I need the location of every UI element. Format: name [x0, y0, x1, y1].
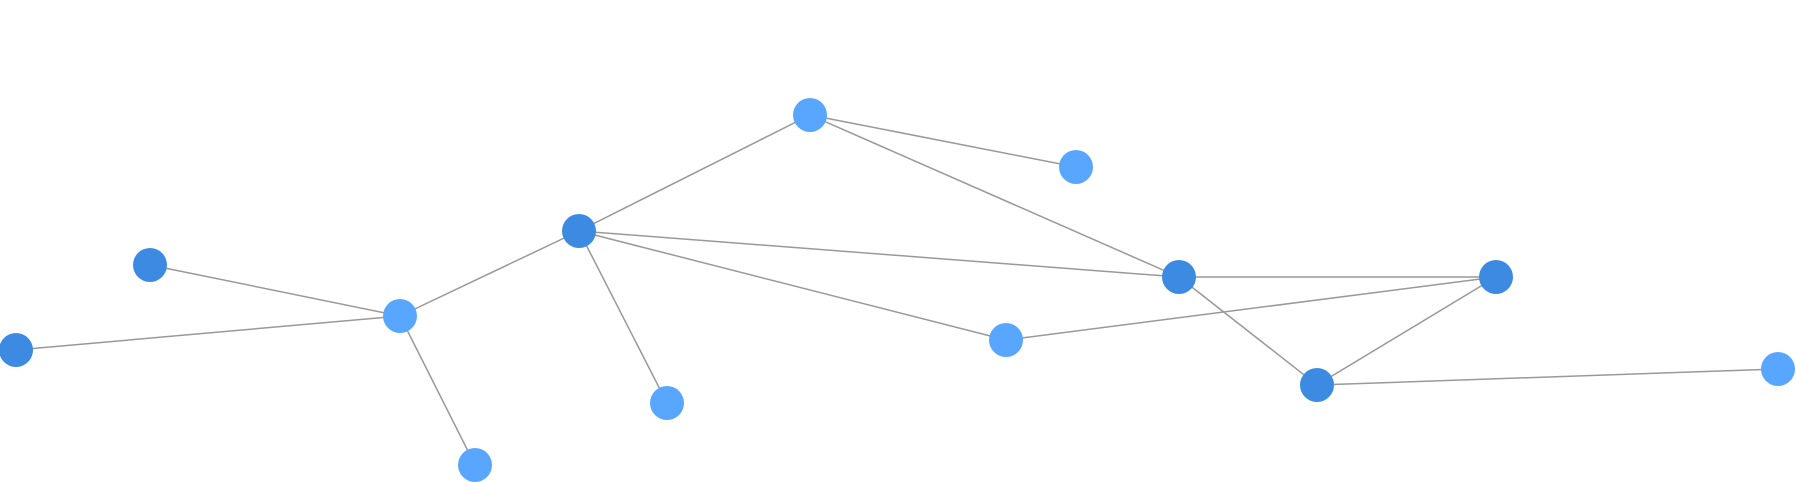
edge-n2-n10	[578, 230, 1007, 341]
node-n9[interactable]	[650, 386, 684, 420]
node-n7[interactable]	[0, 333, 33, 367]
node-n10[interactable]	[989, 323, 1023, 357]
edge-n10-n12	[1005, 276, 1497, 341]
edge-n1-n2	[578, 114, 811, 232]
node-n2[interactable]	[562, 214, 596, 248]
node-n6[interactable]	[383, 299, 417, 333]
node-n8[interactable]	[458, 448, 492, 482]
node-n4[interactable]	[1059, 150, 1093, 184]
edge-n8-n6	[399, 315, 476, 466]
node-n5[interactable]	[133, 248, 167, 282]
edge-n2-n3	[578, 230, 1180, 278]
edge-n11-n3	[1178, 276, 1318, 386]
edge-n2-n6	[399, 230, 580, 317]
node-n11[interactable]	[1300, 368, 1334, 402]
node-n3[interactable]	[1162, 260, 1196, 294]
edge-n1-n3	[809, 114, 1180, 278]
edge-n11-n13	[1316, 368, 1779, 386]
edge-n7-n6	[15, 315, 401, 351]
node-layer	[0, 98, 1795, 482]
node-n12[interactable]	[1479, 260, 1513, 294]
edge-layer	[15, 114, 1779, 466]
edge-n2-n9	[578, 230, 668, 404]
node-n1[interactable]	[793, 98, 827, 132]
edge-n12-n11	[1316, 276, 1497, 386]
node-n13[interactable]	[1761, 352, 1795, 386]
edge-n5-n6	[149, 264, 401, 317]
edge-n1-n4	[809, 114, 1077, 168]
